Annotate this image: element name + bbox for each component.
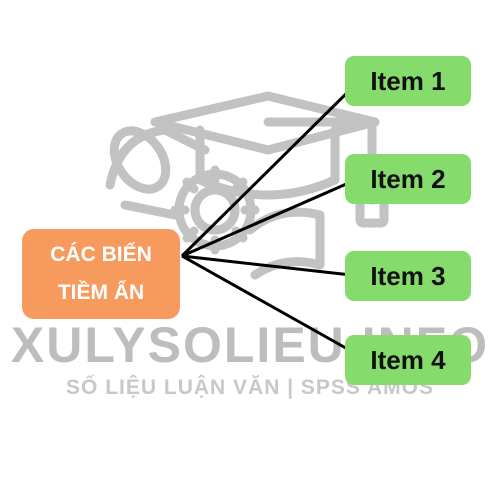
latent-variable-label-line1: CÁC BIẾN [50, 243, 152, 266]
item-label: Item 1 [370, 65, 446, 96]
item-label: Item 4 [370, 344, 446, 375]
arrow-to-item-4 [181, 254, 362, 358]
arrow-to-item-3 [181, 254, 362, 281]
latent-variable-label-line2: TIỀM ẨN [57, 281, 145, 304]
item-node-1: Item 1 [345, 56, 471, 106]
item-label: Item 2 [370, 163, 446, 194]
latent-variable-node: CÁC BIẾN TIỀM ẨN [22, 229, 180, 319]
arrow-to-item-1 [180, 78, 362, 258]
arrow-to-item-2 [181, 176, 362, 258]
item-node-2: Item 2 [345, 154, 471, 204]
item-node-3: Item 3 [345, 251, 471, 301]
item-label: Item 3 [370, 260, 446, 291]
item-node-4: Item 4 [345, 335, 471, 385]
watermark-tagline: SỐ LIỆU LUẬN VĂN | SPSS AMOS [66, 376, 434, 399]
